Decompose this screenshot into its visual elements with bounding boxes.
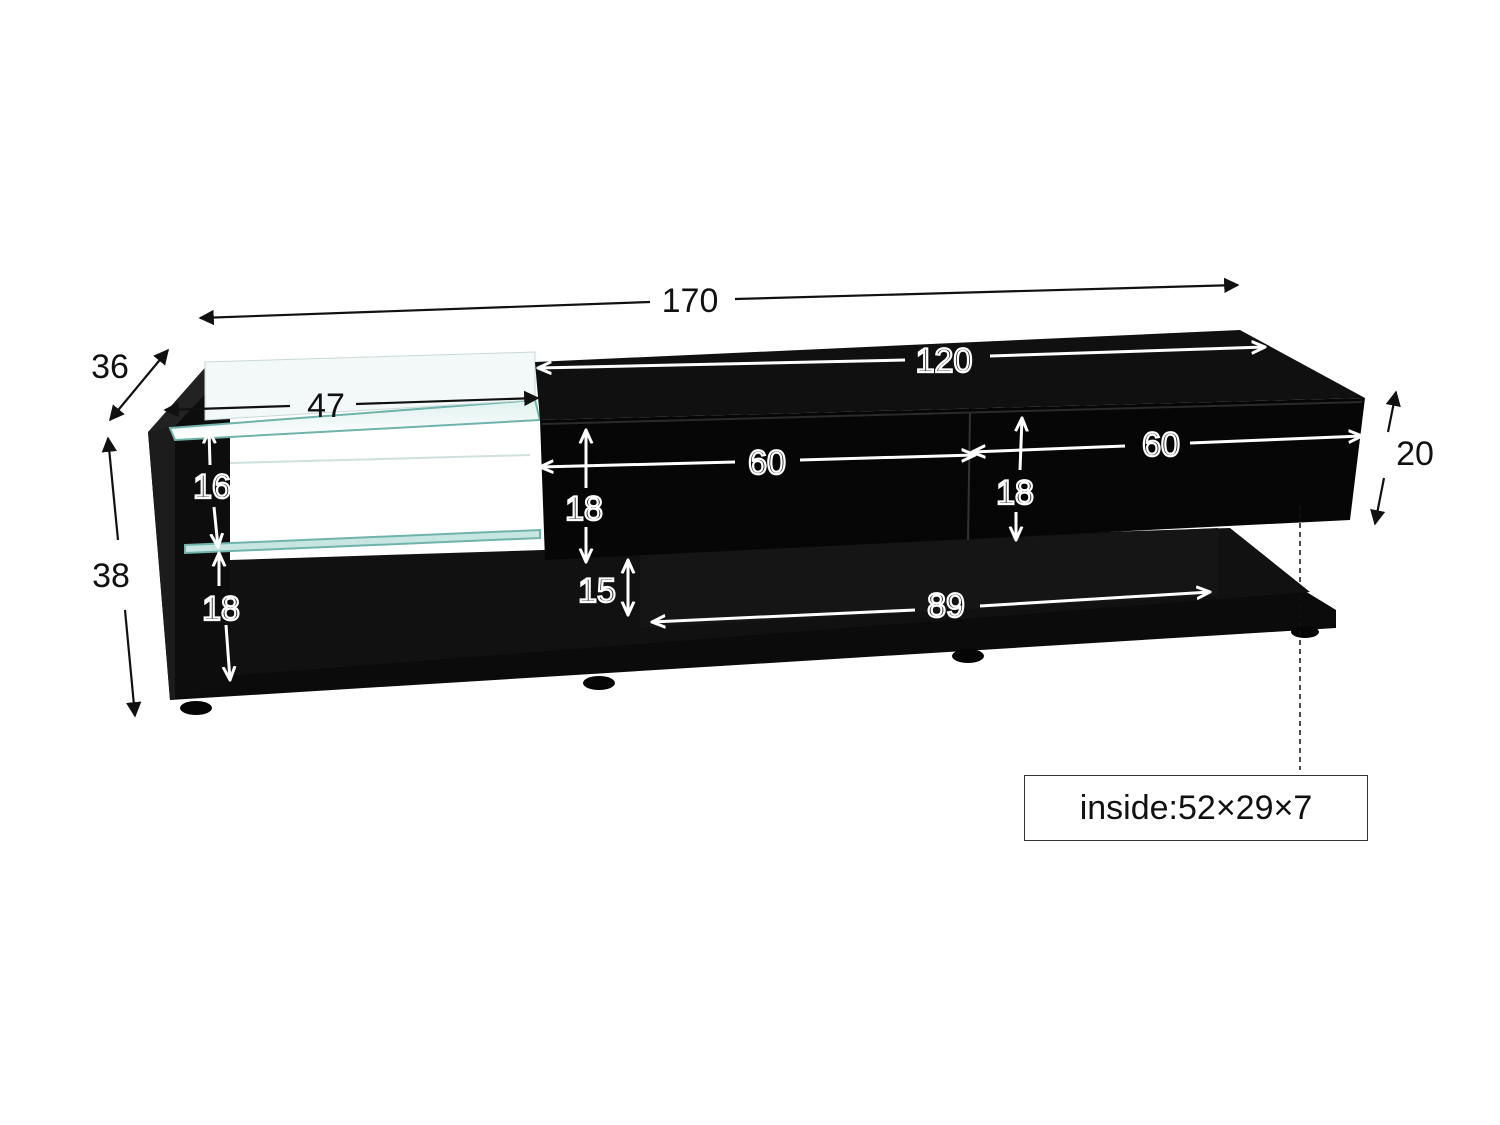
depth-arrow xyxy=(109,348,169,422)
glass-width-arrow-right xyxy=(355,390,540,407)
drawer-top-edge xyxy=(541,401,1363,425)
lower-gap-arrow-bottom xyxy=(226,624,230,680)
drawer-height-arrow-bottom xyxy=(1370,477,1386,526)
drawer-right-height-arrow-top xyxy=(1020,418,1022,471)
drawer-left-width-label: 60 xyxy=(748,444,786,482)
glass-width-label: 47 xyxy=(307,387,345,425)
drawer-right-width-label: 60 xyxy=(1142,426,1180,464)
overall-height-arrow-bottom xyxy=(123,609,142,718)
upper-gap-arrow-top xyxy=(209,430,210,466)
drawer-height-label: 20 xyxy=(1396,435,1434,473)
left-panel-front-edge xyxy=(148,425,175,700)
top-width-label: 120 xyxy=(916,342,973,380)
drawer-right-width-arrow-right xyxy=(1189,436,1362,445)
pedestal-width-arrow-right xyxy=(979,592,1210,608)
top-width-arrow-right xyxy=(989,347,1265,358)
glass-width-arrow-left xyxy=(163,401,291,418)
glass-mid-line xyxy=(229,454,531,464)
foot xyxy=(583,676,615,690)
top-unit-front xyxy=(540,398,1365,560)
drawer-right-width-arrow-left xyxy=(972,446,1126,452)
top-unit-top xyxy=(535,330,1365,420)
overall-width-arrow-left xyxy=(198,300,651,326)
overall-height-label: 38 xyxy=(92,557,130,595)
base-plate xyxy=(170,588,1336,700)
depth-label: 36 xyxy=(91,348,129,386)
foot xyxy=(180,701,212,715)
drawer-left-height-label: 18 xyxy=(565,490,603,528)
pedestal-height-label: 15 xyxy=(578,572,616,610)
drawer-height-arrow-top xyxy=(1385,390,1401,433)
pedestal-width-label: 89 xyxy=(927,587,965,625)
foot xyxy=(1291,626,1319,638)
overall-height-arrow-top xyxy=(101,436,120,541)
pedestal-width-arrow-left xyxy=(652,608,916,622)
drawer-left-width-arrow-left xyxy=(540,462,736,467)
inside-dimensions-box: inside:52×29×7 xyxy=(1024,775,1368,841)
drawer-right-height-label: 18 xyxy=(996,474,1034,512)
lower-shelf-gap-label: 18 xyxy=(202,590,240,628)
drawer-left-width-arrow-right xyxy=(799,455,975,460)
pedestal xyxy=(640,528,1218,628)
overall-width-label: 170 xyxy=(662,282,719,320)
inside-dimensions-label: inside:52×29×7 xyxy=(1079,788,1313,827)
tv-stand-illustration xyxy=(148,330,1365,715)
foot xyxy=(952,649,984,663)
dimension-lines-dark xyxy=(101,277,1401,770)
glass-lower-shelf xyxy=(184,528,541,555)
upper-shelf-gap-label: 16 xyxy=(193,468,231,506)
overall-width-arrow-right xyxy=(734,277,1240,301)
dimension-lines-light xyxy=(209,347,1362,680)
top-width-arrow-left xyxy=(538,358,906,368)
upper-gap-arrow-bottom xyxy=(214,506,218,547)
drawer-divider xyxy=(967,411,971,541)
